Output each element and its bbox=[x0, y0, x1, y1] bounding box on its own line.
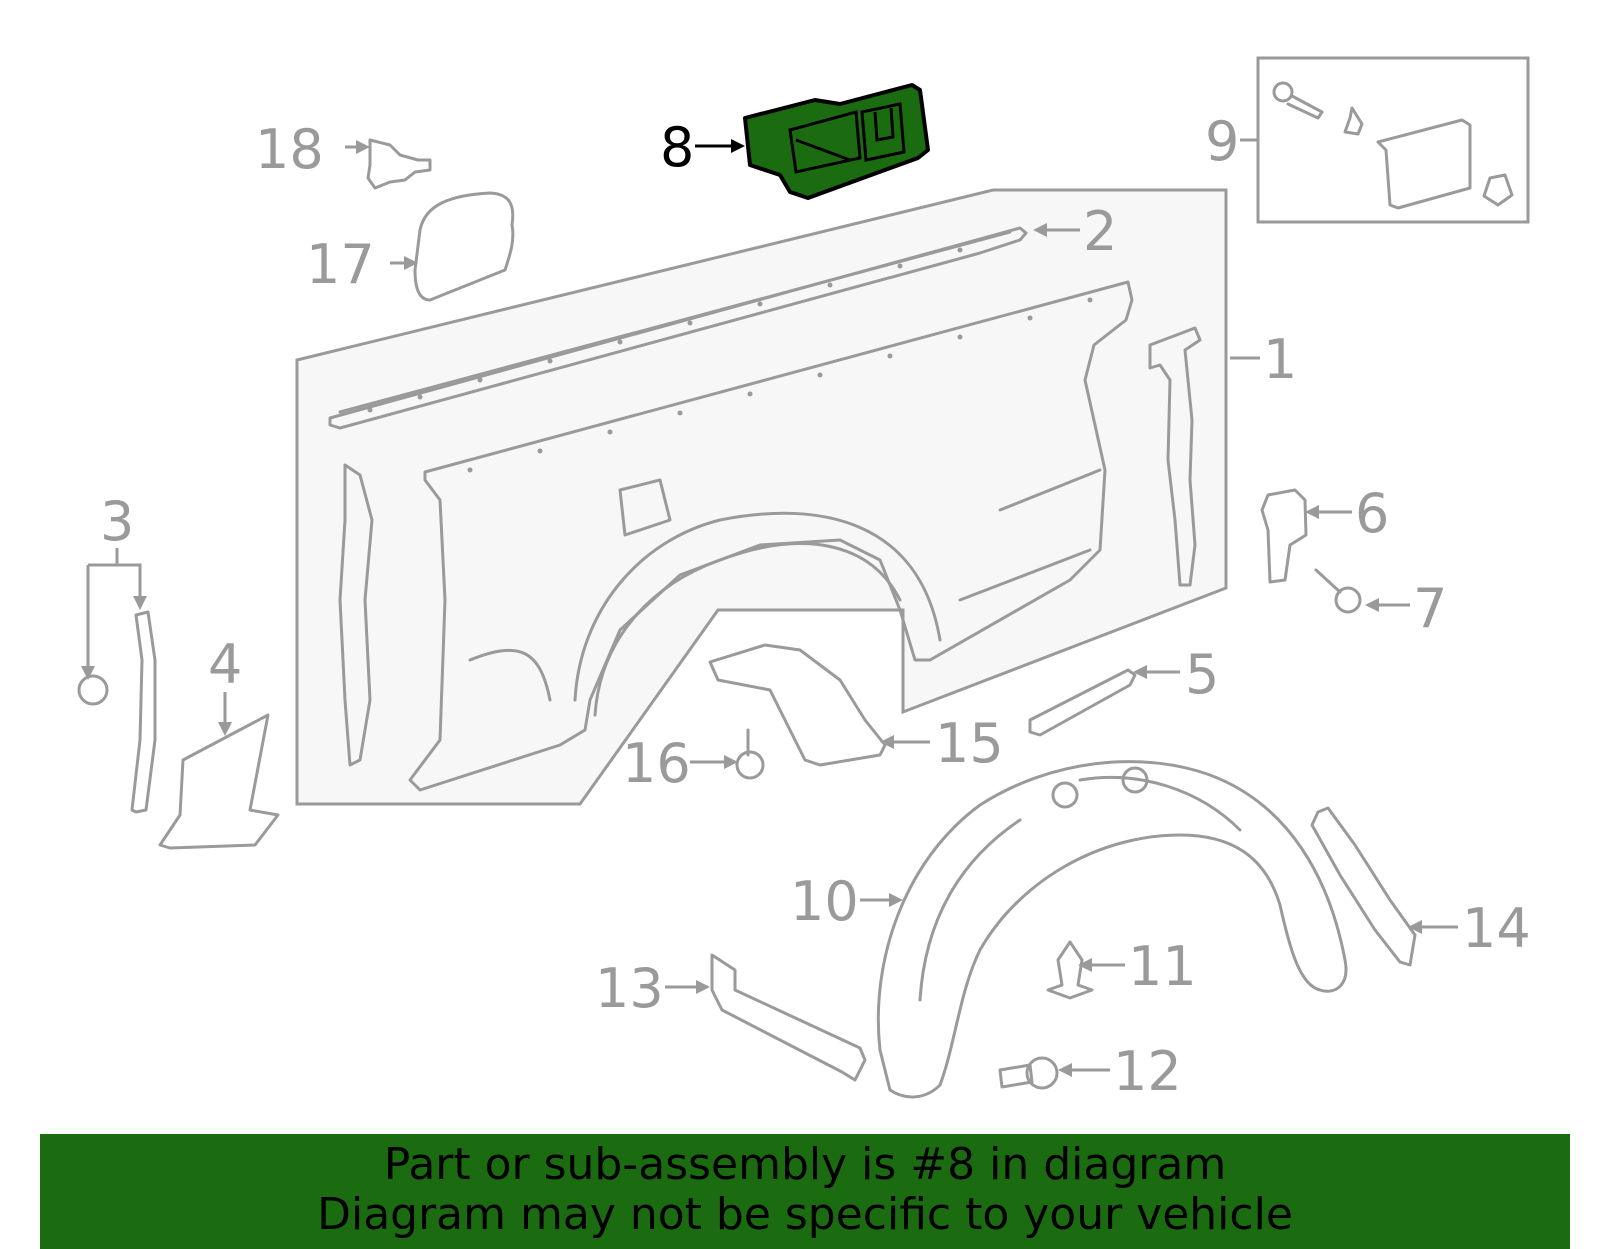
callout-13: 13 bbox=[595, 957, 664, 1020]
callout-14: 14 bbox=[1462, 897, 1531, 960]
leader-lines bbox=[86, 138, 1458, 1072]
part-9-hardware-kit bbox=[1256, 56, 1530, 224]
banner-line-1: Part or sub-assembly is #8 in diagram bbox=[383, 1139, 1227, 1190]
banner-line-2: Diagram may not be specific to your vehi… bbox=[317, 1189, 1293, 1240]
part-4-panel bbox=[158, 713, 280, 850]
callout-2: 2 bbox=[1083, 200, 1117, 263]
callout-11: 11 bbox=[1128, 935, 1197, 998]
arrowheads bbox=[81, 139, 1422, 1077]
part-7-bolt bbox=[1314, 568, 1362, 614]
callout-3: 3 bbox=[100, 490, 134, 553]
callout-16: 16 bbox=[622, 732, 691, 795]
part-18-latch bbox=[366, 138, 432, 190]
part-11-clip bbox=[1046, 940, 1094, 1000]
callout-10: 10 bbox=[790, 870, 859, 933]
part-16-bolt bbox=[735, 728, 765, 780]
callout-8: 8 bbox=[660, 116, 694, 179]
callout-15: 15 bbox=[935, 712, 1004, 775]
bed-rear-bracket bbox=[1148, 326, 1202, 587]
callout-7: 7 bbox=[1413, 577, 1447, 640]
callout-5: 5 bbox=[1185, 643, 1219, 706]
bed-side-outer-panel-box bbox=[295, 188, 1228, 806]
part-6-bracket bbox=[1260, 488, 1308, 584]
callout-4: 4 bbox=[208, 633, 242, 696]
part-10-wheel-liner bbox=[876, 760, 1348, 1099]
callout-18: 18 bbox=[255, 118, 324, 181]
callout-9: 9 bbox=[1205, 110, 1239, 173]
part-13-bracket bbox=[710, 953, 867, 1082]
callout-12: 12 bbox=[1113, 1040, 1182, 1103]
part-5-strip bbox=[1028, 668, 1137, 737]
part-14-strip bbox=[1310, 806, 1417, 967]
part-17-fuel-door bbox=[413, 191, 515, 302]
callout-1: 1 bbox=[1263, 328, 1297, 391]
callout-6: 6 bbox=[1355, 482, 1389, 545]
part-3-strip-and-clip bbox=[77, 610, 157, 814]
part-8-highlighted bbox=[743, 83, 930, 200]
part-1-bed-inner-panel bbox=[408, 280, 1134, 792]
part-15-bracket bbox=[708, 643, 887, 767]
part-2-upper-rail bbox=[328, 226, 1028, 430]
info-banner: Part or sub-assembly is #8 in diagram Di… bbox=[40, 1134, 1570, 1249]
part-12-bolt bbox=[998, 1056, 1059, 1090]
callout-17: 17 bbox=[306, 233, 375, 296]
bed-front-pillar bbox=[338, 463, 374, 767]
